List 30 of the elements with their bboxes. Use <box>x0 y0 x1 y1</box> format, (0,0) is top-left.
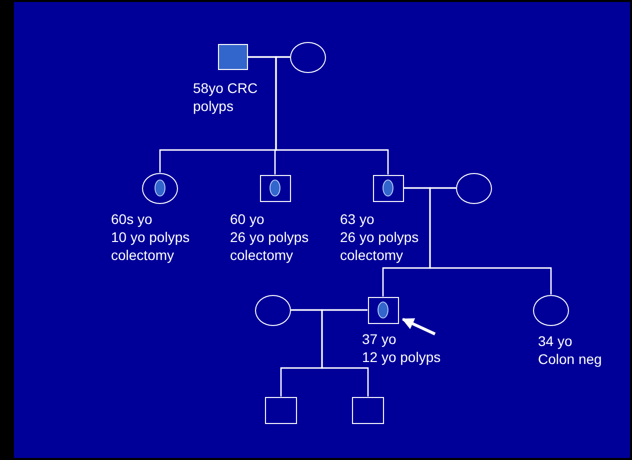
pedigree-note: 63 yo <box>340 210 374 228</box>
pedigree-note: colectomy <box>230 246 294 264</box>
male-square <box>265 396 297 424</box>
affected-male-square <box>372 174 404 202</box>
pedigree-note: 37 yo <box>362 330 396 348</box>
pointer-arrow <box>402 318 436 336</box>
affected-female-circle <box>142 172 178 204</box>
pedigree-note: colectomy <box>111 246 174 264</box>
pedigree-note: Colon neg <box>538 350 602 368</box>
affected-male-square <box>368 296 398 324</box>
pedigree-note: 58yo CRC <box>193 79 258 97</box>
affected-male-square <box>218 44 248 70</box>
pedigree-note: 34 yo <box>538 332 572 350</box>
pedigree-line <box>321 309 369 396</box>
female-circle <box>456 172 492 204</box>
female-circle <box>290 42 326 72</box>
pedigree-note: 60 yo <box>230 210 264 228</box>
affected-male-square <box>260 174 290 202</box>
pedigree-line <box>429 187 552 294</box>
female-circle <box>533 294 569 326</box>
pedigree-note: polyps <box>193 97 234 115</box>
pedigree-note: colectomy <box>340 246 404 264</box>
female-circle <box>255 294 291 326</box>
pedigree-note: 10 yo polyps <box>111 228 190 246</box>
pedigree-note: 12 yo polyps <box>362 348 441 366</box>
pedigree-line <box>275 56 389 174</box>
pedigree-note: 26 yo polyps <box>230 228 309 246</box>
pedigree-note: 60s yo <box>111 210 152 228</box>
male-square <box>352 396 384 424</box>
pedigree-note: 26 yo polyps <box>340 228 419 246</box>
